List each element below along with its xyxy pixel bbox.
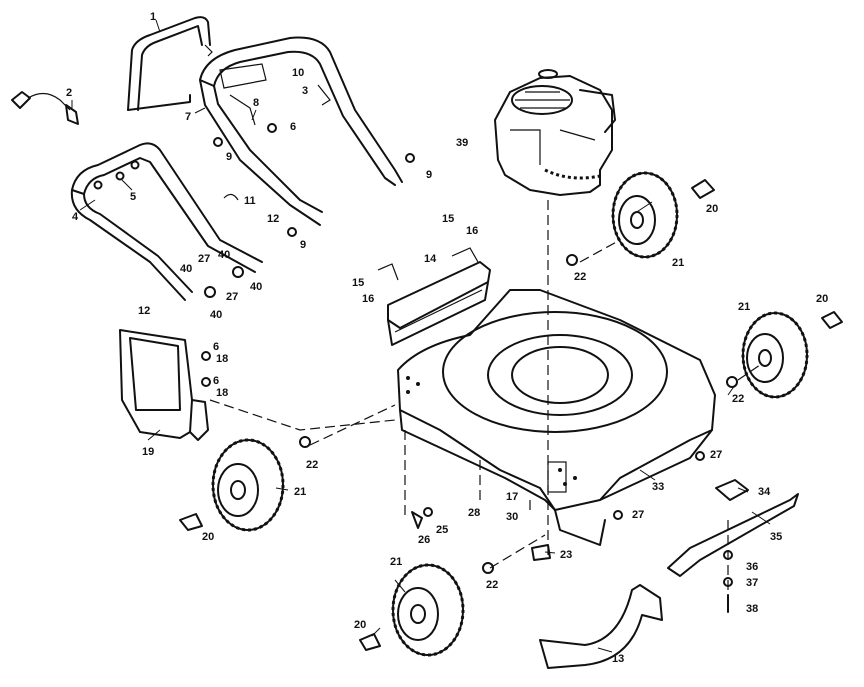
callout-12-a: 12 [267, 213, 279, 225]
part-21-wheel-front-bottom [391, 563, 465, 657]
callout-35: 35 [770, 531, 782, 543]
callout-27-c: 27 [710, 449, 722, 461]
callout-40-d: 40 [210, 309, 222, 321]
callout-26: 26 [418, 534, 430, 546]
callout-18-b: 18 [216, 387, 228, 399]
callout-36: 36 [746, 561, 758, 573]
part-2-cable [11, 91, 79, 125]
part-21-wheel-front-left [211, 438, 285, 532]
callout-30: 30 [506, 511, 518, 523]
part-21-wheel-rear-right [611, 171, 679, 259]
callout-40-a: 40 [218, 249, 230, 261]
callout-8: 8 [253, 97, 259, 109]
callout-37: 37 [746, 577, 758, 589]
callout-16-a: 16 [466, 225, 478, 237]
callout-16-b: 16 [362, 293, 374, 305]
callout-6-a: 6 [290, 121, 296, 133]
callout-2: 2 [66, 87, 72, 99]
callout-19: 19 [142, 446, 154, 458]
callout-27-d: 27 [632, 509, 644, 521]
part-35-blade [667, 479, 799, 613]
callout-5: 5 [130, 191, 136, 203]
callout-40-b: 40 [250, 281, 262, 293]
callout-25: 25 [436, 524, 448, 536]
callout-21-b: 21 [738, 301, 750, 313]
part-19-grass-deflector [119, 329, 209, 441]
callout-7: 7 [185, 111, 191, 123]
callout-33: 33 [652, 481, 664, 493]
callout-20-b: 20 [816, 293, 828, 305]
callout-6-b: 6 [213, 341, 219, 353]
callout-40-c: 40 [180, 263, 192, 275]
callout-20-a: 20 [706, 203, 718, 215]
callout-23: 23 [560, 549, 572, 561]
callout-9-a: 9 [226, 151, 232, 163]
callout-22-c: 22 [306, 459, 318, 471]
callout-38: 38 [746, 603, 758, 615]
callout-11: 11 [244, 195, 256, 207]
callout-14: 14 [424, 253, 437, 265]
callout-21-c: 21 [294, 486, 306, 498]
part-7-upper-handle [199, 36, 403, 226]
callout-9-c: 9 [300, 239, 306, 251]
part-20-wheel-bolts [179, 179, 843, 651]
callout-20-c: 20 [202, 531, 214, 543]
part-13-baffle [539, 584, 663, 669]
callout-21-a: 21 [672, 257, 684, 269]
callout-39: 39 [456, 137, 468, 149]
leader-lines [71, 19, 771, 653]
callout-4: 4 [72, 211, 79, 223]
callout-17: 17 [506, 491, 518, 503]
callout-27-a: 27 [198, 253, 210, 265]
callout-20-d: 20 [354, 619, 366, 631]
part-14-bracket [377, 247, 491, 346]
callout-13: 13 [612, 653, 624, 665]
callout-21-d: 21 [390, 556, 402, 568]
callout-labels: 1 2 3 4 5 6 6 6 7 8 9 9 9 10 11 12 12 13… [66, 11, 828, 665]
part-1-control-bar [127, 16, 213, 111]
callout-6-c: 6 [213, 375, 219, 387]
callout-15-a: 15 [442, 213, 454, 225]
assembly-lines [209, 200, 761, 600]
callout-9-b: 9 [426, 169, 432, 181]
callout-1: 1 [150, 11, 156, 23]
callout-10: 10 [292, 67, 304, 79]
callout-34: 34 [758, 486, 771, 498]
callout-12-b: 12 [138, 305, 150, 317]
callout-15-b: 15 [352, 277, 364, 289]
callout-22-d: 22 [486, 579, 498, 591]
part-33-deck [397, 289, 716, 546]
callout-3: 3 [302, 85, 308, 97]
callout-28: 28 [468, 507, 480, 519]
callout-18-a: 18 [216, 353, 228, 365]
small-hardware [201, 123, 738, 574]
part-21-wheel-rear-far [741, 311, 809, 399]
part-39-engine [494, 69, 616, 196]
callout-22-b: 22 [732, 393, 744, 405]
callout-27-b: 27 [226, 291, 238, 303]
callout-22-a: 22 [574, 271, 586, 283]
part-4-lower-handle [70, 142, 263, 301]
